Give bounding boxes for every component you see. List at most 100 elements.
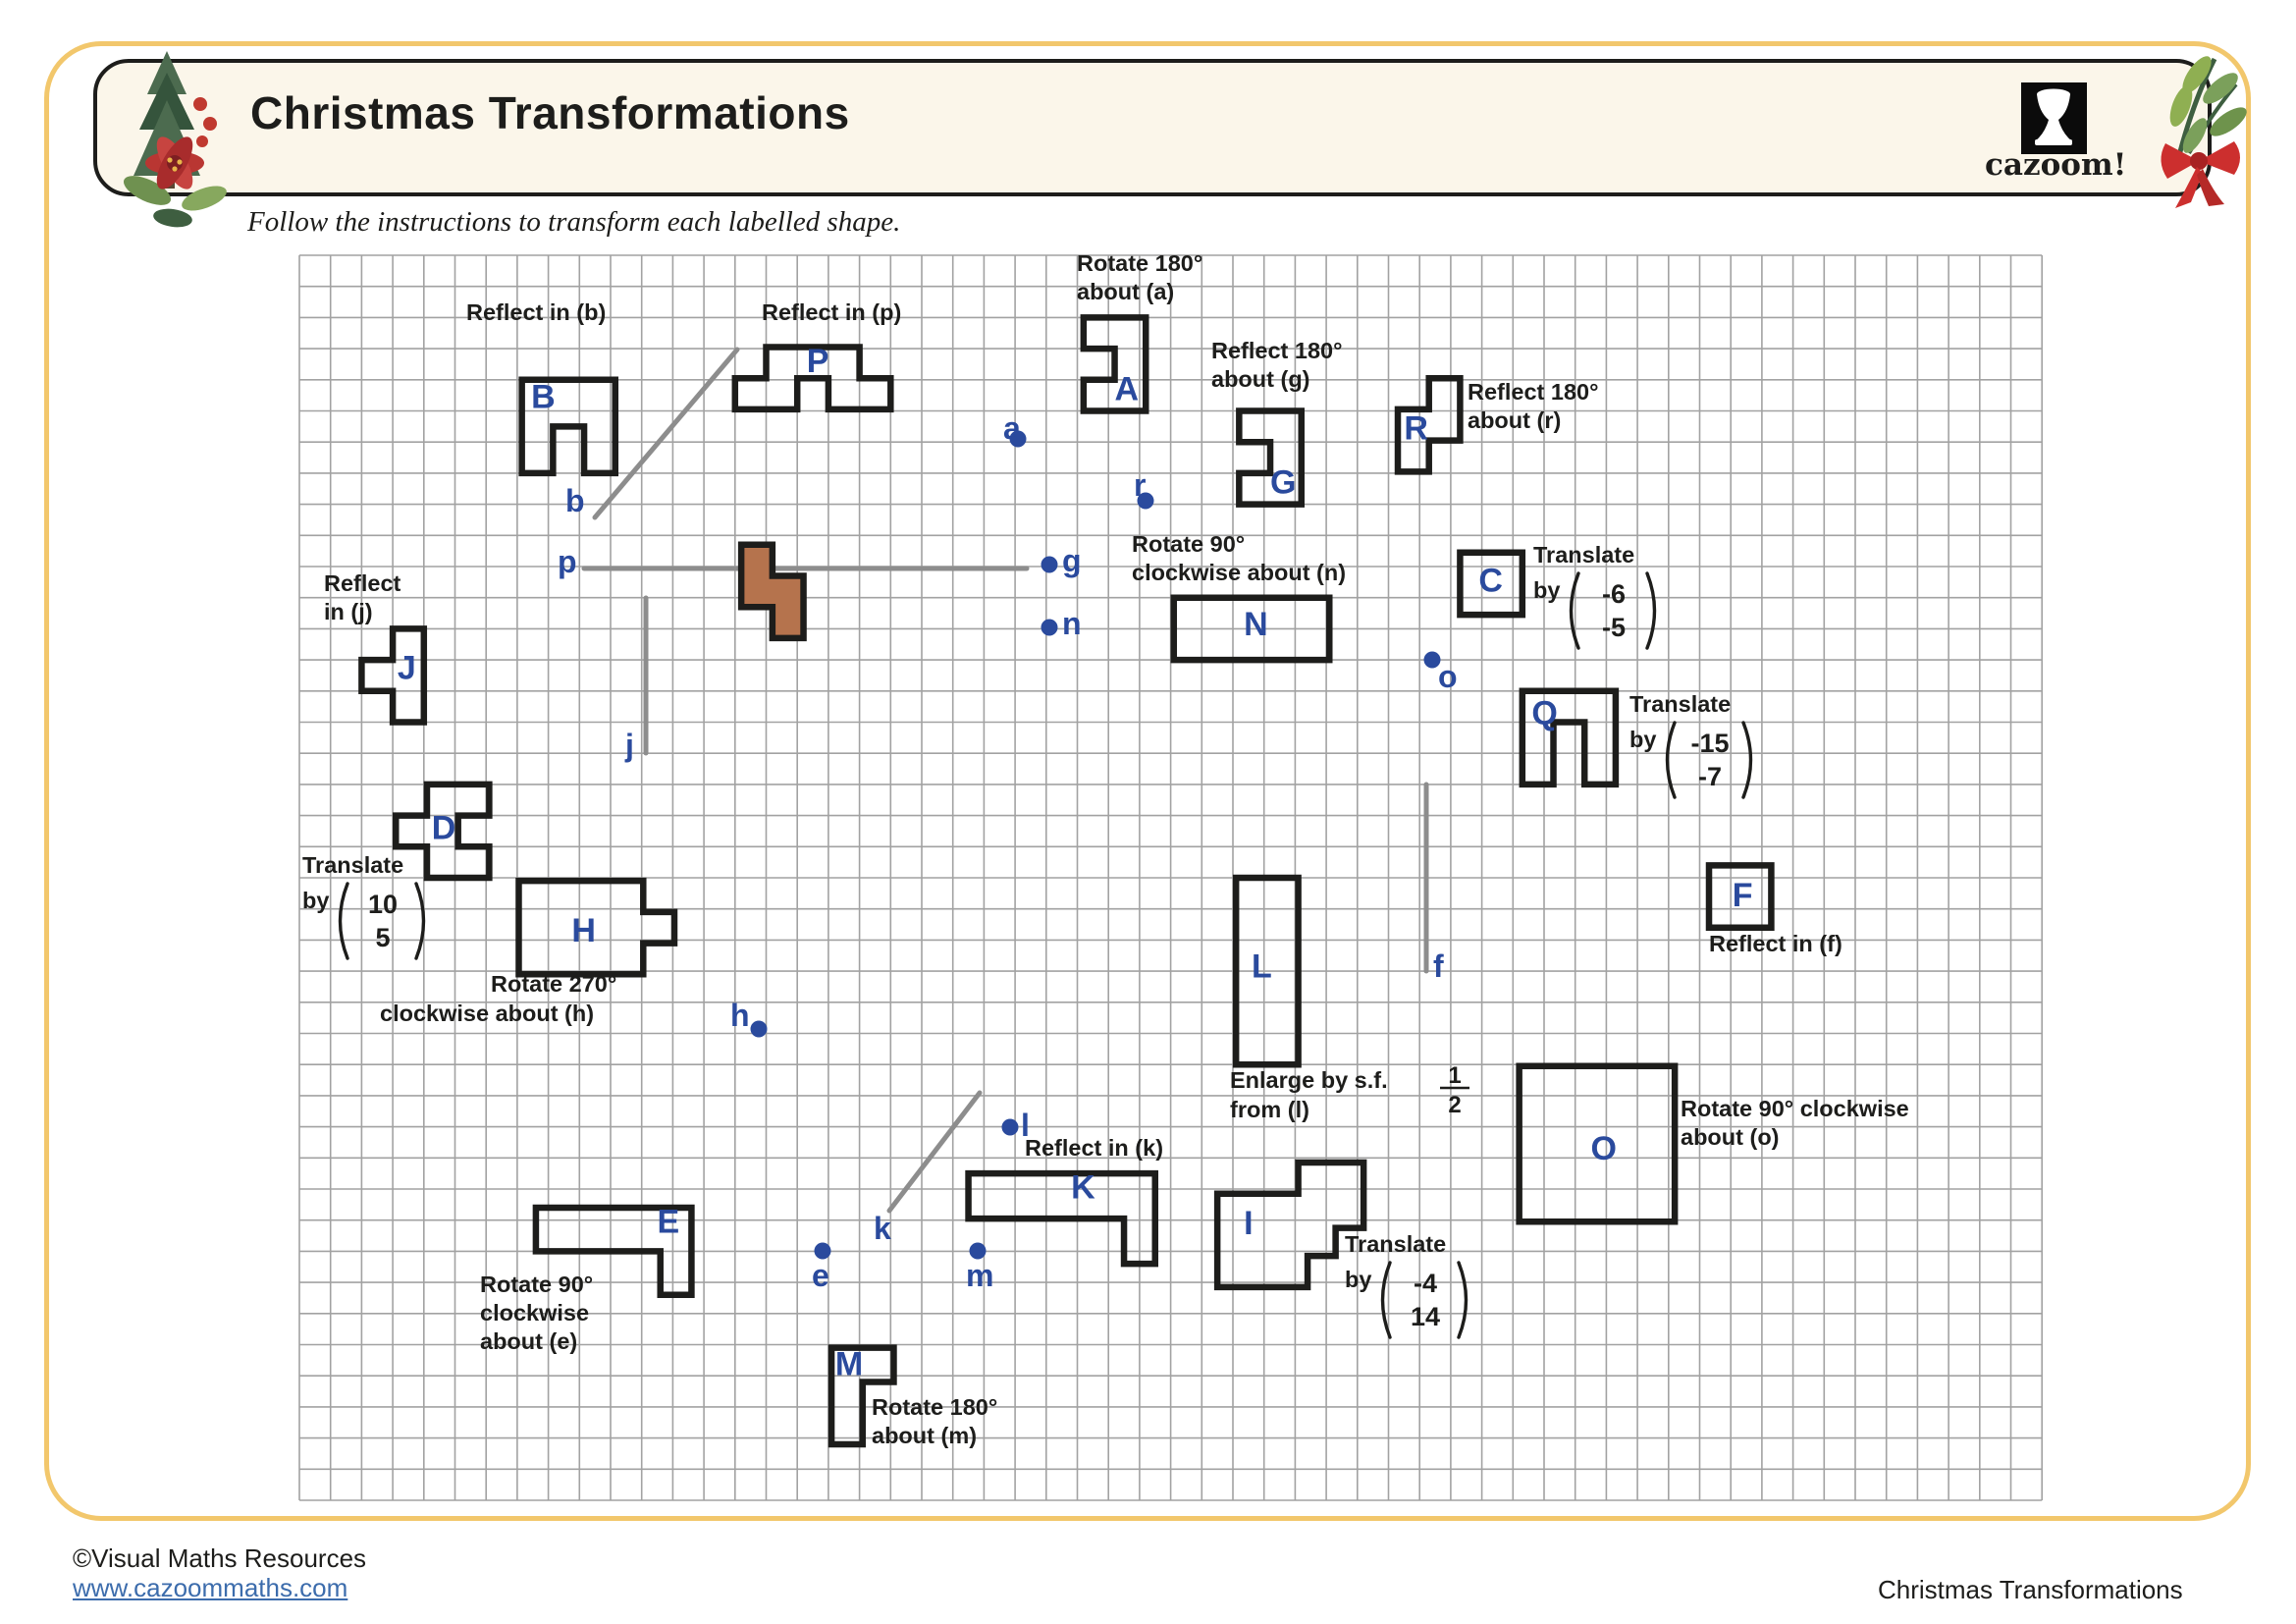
instruction-reflect-p: Reflect in (p): [762, 299, 901, 325]
vec-c-value-bottom: -5: [1602, 613, 1626, 642]
footer-doc-title: Christmas Transformations: [1878, 1575, 2183, 1604]
vec-d-paren-open: [338, 882, 349, 960]
instruction-rotate-n: Rotate 90°clockwise about (n): [1132, 531, 1346, 585]
point-label-b: b: [565, 483, 585, 518]
point-label-k: k: [874, 1211, 891, 1246]
point-label-f: f: [1433, 948, 1444, 984]
shape-K: [965, 1169, 1158, 1268]
vec-i-prefix: by: [1345, 1267, 1371, 1292]
vec-i-value-top: -4: [1414, 1269, 1437, 1298]
shape-I: [1213, 1159, 1367, 1291]
instruction-rotate-a: Rotate 180°about (a): [1077, 250, 1202, 304]
instruction-rotate-m: Rotate 180°about (m): [872, 1394, 997, 1448]
point-o: [1423, 651, 1441, 669]
enlarge-fraction-numerator: 1: [1448, 1062, 1461, 1089]
poinsettia-flower: [145, 136, 204, 189]
vec-i-value-bottom: 14: [1411, 1302, 1440, 1331]
shape-J: [358, 625, 428, 726]
point-label-o: o: [1438, 659, 1458, 694]
vec-q-prefix: by: [1629, 727, 1656, 752]
shape-Q: [1519, 687, 1620, 788]
vec-i-paren-open: [1380, 1261, 1392, 1339]
shape-F: [1705, 862, 1775, 931]
point-a: [1009, 430, 1027, 448]
vec-c-value-top: -6: [1602, 579, 1626, 609]
enlarge-fraction-denominator: 2: [1448, 1092, 1461, 1118]
shape-label-O: O: [1591, 1130, 1617, 1167]
instruction-reflect-r: Reflect 180°about (r): [1468, 379, 1599, 433]
shape-L: [1232, 874, 1302, 1068]
point-l: [1001, 1118, 1019, 1136]
shape-E: [532, 1204, 695, 1299]
vec-d-title: Translate: [302, 852, 403, 878]
point-label-j: j: [624, 728, 634, 763]
vec-d-prefix: by: [302, 888, 329, 913]
shape-label-J: J: [398, 649, 416, 686]
shape-M: [828, 1344, 897, 1448]
shape-label-F: F: [1733, 877, 1753, 914]
point-label-a: a: [1003, 410, 1021, 446]
vec-c-prefix: by: [1533, 577, 1560, 603]
vec-q-value-bottom: -7: [1698, 762, 1722, 791]
vec-d-value-bottom: 5: [375, 923, 390, 952]
instruction-rotate-h-2: clockwise about (h): [380, 1001, 594, 1026]
point-label-l: l: [1021, 1108, 1030, 1143]
shape-label-D: D: [432, 810, 456, 847]
shape-O: [1516, 1062, 1679, 1225]
footer-website-link[interactable]: www.cazoommaths.com: [73, 1573, 348, 1602]
cazoom-logo-text: cazoom!: [1985, 147, 2127, 183]
instruction-reflect-f: Reflect in (f): [1709, 931, 1842, 956]
shape-label-L: L: [1252, 948, 1272, 986]
point-n: [1041, 619, 1058, 636]
point-label-r: r: [1134, 467, 1146, 503]
christmas-tree-decoration: [123, 51, 227, 228]
shape-A: [1080, 314, 1149, 414]
instruction-reflect-b: Reflect in (b): [466, 299, 606, 325]
vec-q-value-top: -15: [1690, 729, 1729, 758]
point-g: [1041, 556, 1058, 573]
point-label-h: h: [730, 998, 750, 1033]
shape-label-M: M: [835, 1345, 863, 1382]
shape-label-Q: Q: [1531, 694, 1557, 731]
footer-copyright: ©Visual Maths Resources: [73, 1543, 367, 1573]
shape-label-H: H: [571, 912, 596, 949]
red-bow-icon: [2161, 141, 2240, 208]
instruction-reflect-k: Reflect in (k): [1025, 1135, 1163, 1161]
point-m: [969, 1242, 987, 1260]
shape-label-C: C: [1478, 563, 1503, 600]
shape-G: [1236, 407, 1305, 508]
shape-label-N: N: [1244, 606, 1268, 643]
shape-R: [1394, 374, 1464, 475]
point-label-p: p: [558, 544, 577, 579]
page-subtitle: Follow the instructions to transform eac…: [247, 206, 901, 238]
vec-d-paren-close: [414, 882, 426, 960]
vec-q-paren-close: [1741, 721, 1753, 799]
point-r: [1137, 492, 1154, 510]
instruction-reflect-g: Reflect 180°about (g): [1211, 338, 1343, 392]
shape-H: [515, 877, 678, 978]
instruction-enlarge-pre: Enlarge by s.f.: [1230, 1067, 1388, 1093]
vec-q-title: Translate: [1629, 691, 1731, 717]
shape-C: [1457, 549, 1526, 619]
point-label-e: e: [812, 1258, 829, 1293]
vec-i-paren-close: [1457, 1261, 1468, 1339]
point-label-g: g: [1062, 543, 1082, 578]
vec-c-paren-open: [1569, 571, 1580, 650]
vase-icon: [2035, 88, 2072, 145]
cazoom-logo-icon: [2021, 82, 2087, 154]
instruction-rotate-h-1: Rotate 270°: [491, 971, 616, 997]
shape-label-G: G: [1270, 464, 1296, 502]
shape-label-B: B: [531, 379, 556, 416]
shape-D: [393, 781, 493, 882]
point-h: [750, 1020, 768, 1038]
header-band: [93, 59, 2212, 196]
vec-q-paren-open: [1665, 721, 1677, 799]
shape-label-R: R: [1404, 409, 1428, 447]
page-border: [44, 41, 2251, 1521]
shape-label-P: P: [807, 343, 829, 380]
point-label-m: m: [966, 1258, 993, 1293]
